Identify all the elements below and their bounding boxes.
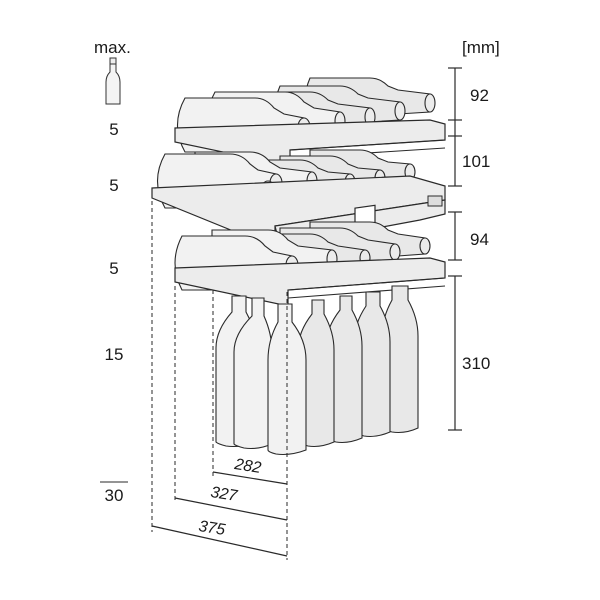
height-dimensions — [448, 67, 462, 431]
count-total: 30 — [104, 486, 124, 505]
height-top-shelf: 92 — [470, 86, 489, 105]
height-bottom-shelf: 94 — [470, 230, 489, 249]
wine-bottle-icon — [105, 57, 121, 105]
height-standing: 310 — [462, 354, 491, 373]
shelf-top — [174, 77, 446, 167]
max-label: max. — [94, 38, 131, 57]
height-middle-shelf: 101 — [462, 152, 491, 171]
count-shelf-middle: 5 — [109, 176, 119, 195]
width-dimensions — [151, 194, 288, 560]
standing-bottles — [215, 285, 419, 456]
shelf-bottom — [174, 221, 446, 307]
shelf-middle — [151, 149, 446, 249]
count-standing: 15 — [104, 345, 124, 364]
count-shelf-bottom: 5 — [109, 259, 119, 278]
count-shelf-top: 5 — [109, 120, 119, 139]
unit-label: [mm] — [462, 38, 500, 57]
